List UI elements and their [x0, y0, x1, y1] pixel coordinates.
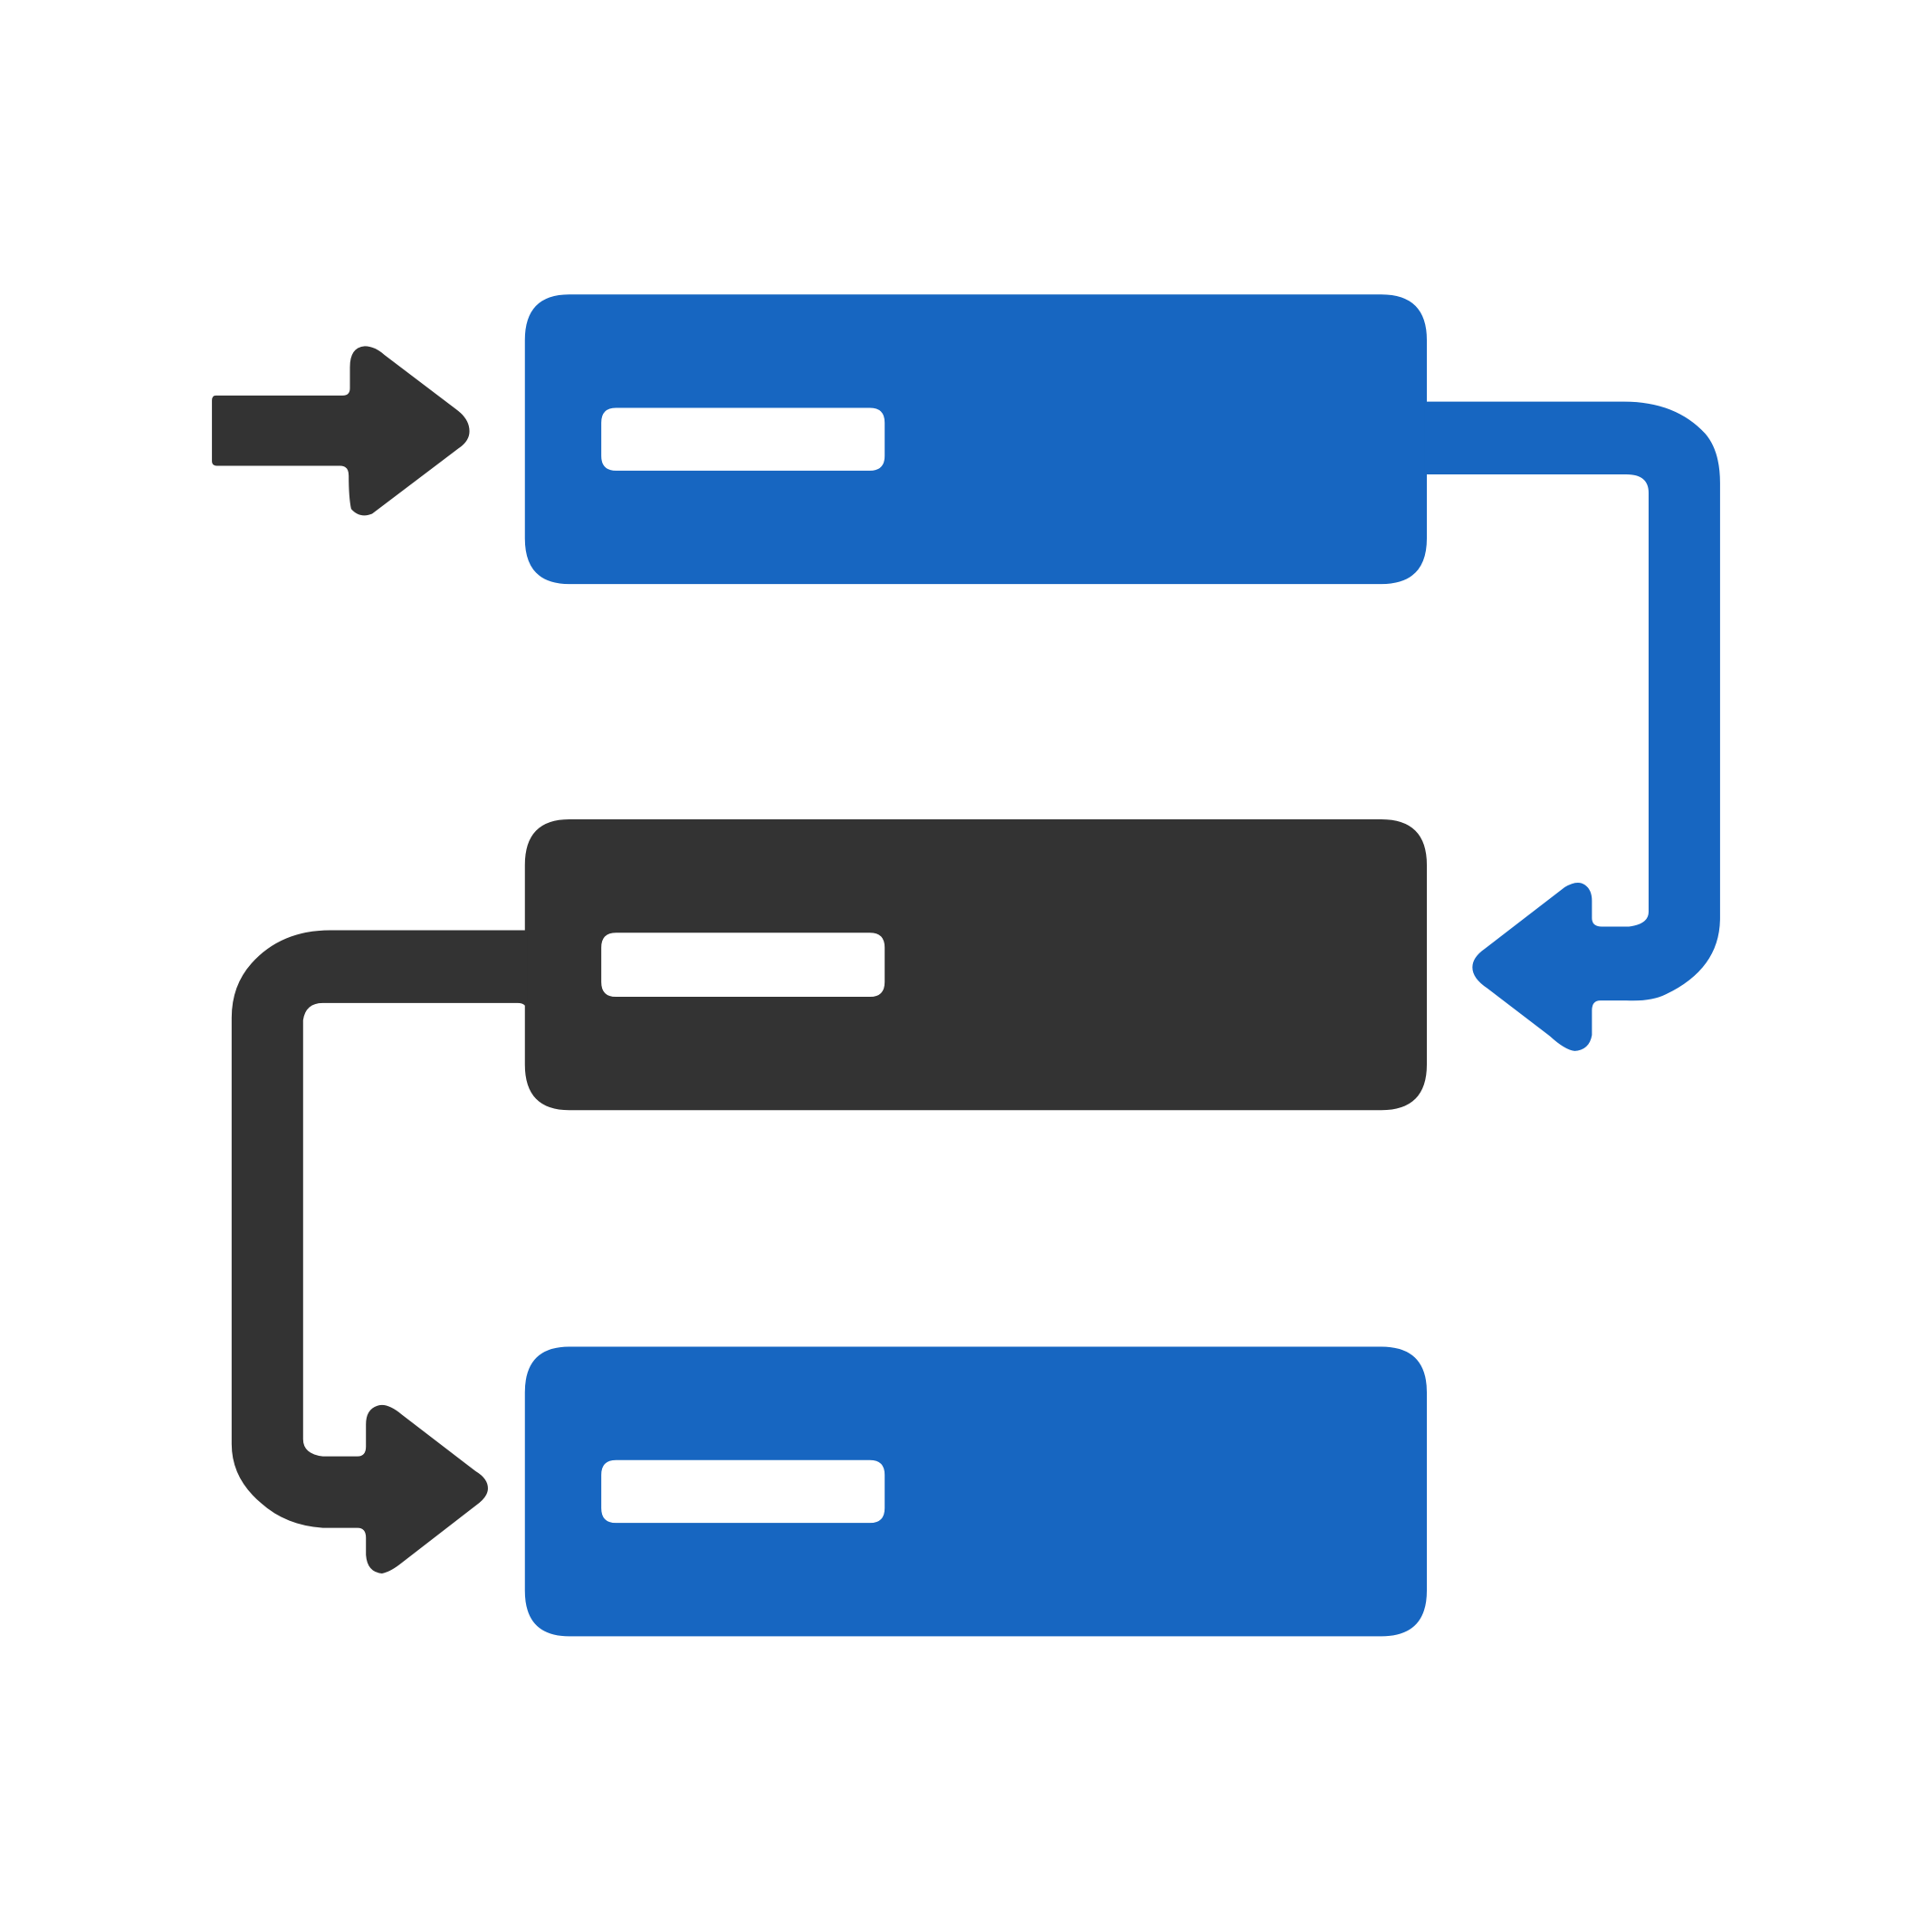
entry-arrow-icon	[212, 346, 470, 516]
step-3-block	[524, 1346, 1428, 1637]
connector-arrow-icon	[231, 930, 528, 1573]
step-2-block	[524, 819, 1428, 1111]
step-1-block	[524, 294, 1428, 585]
connector-arrow-icon	[1424, 401, 1720, 1051]
